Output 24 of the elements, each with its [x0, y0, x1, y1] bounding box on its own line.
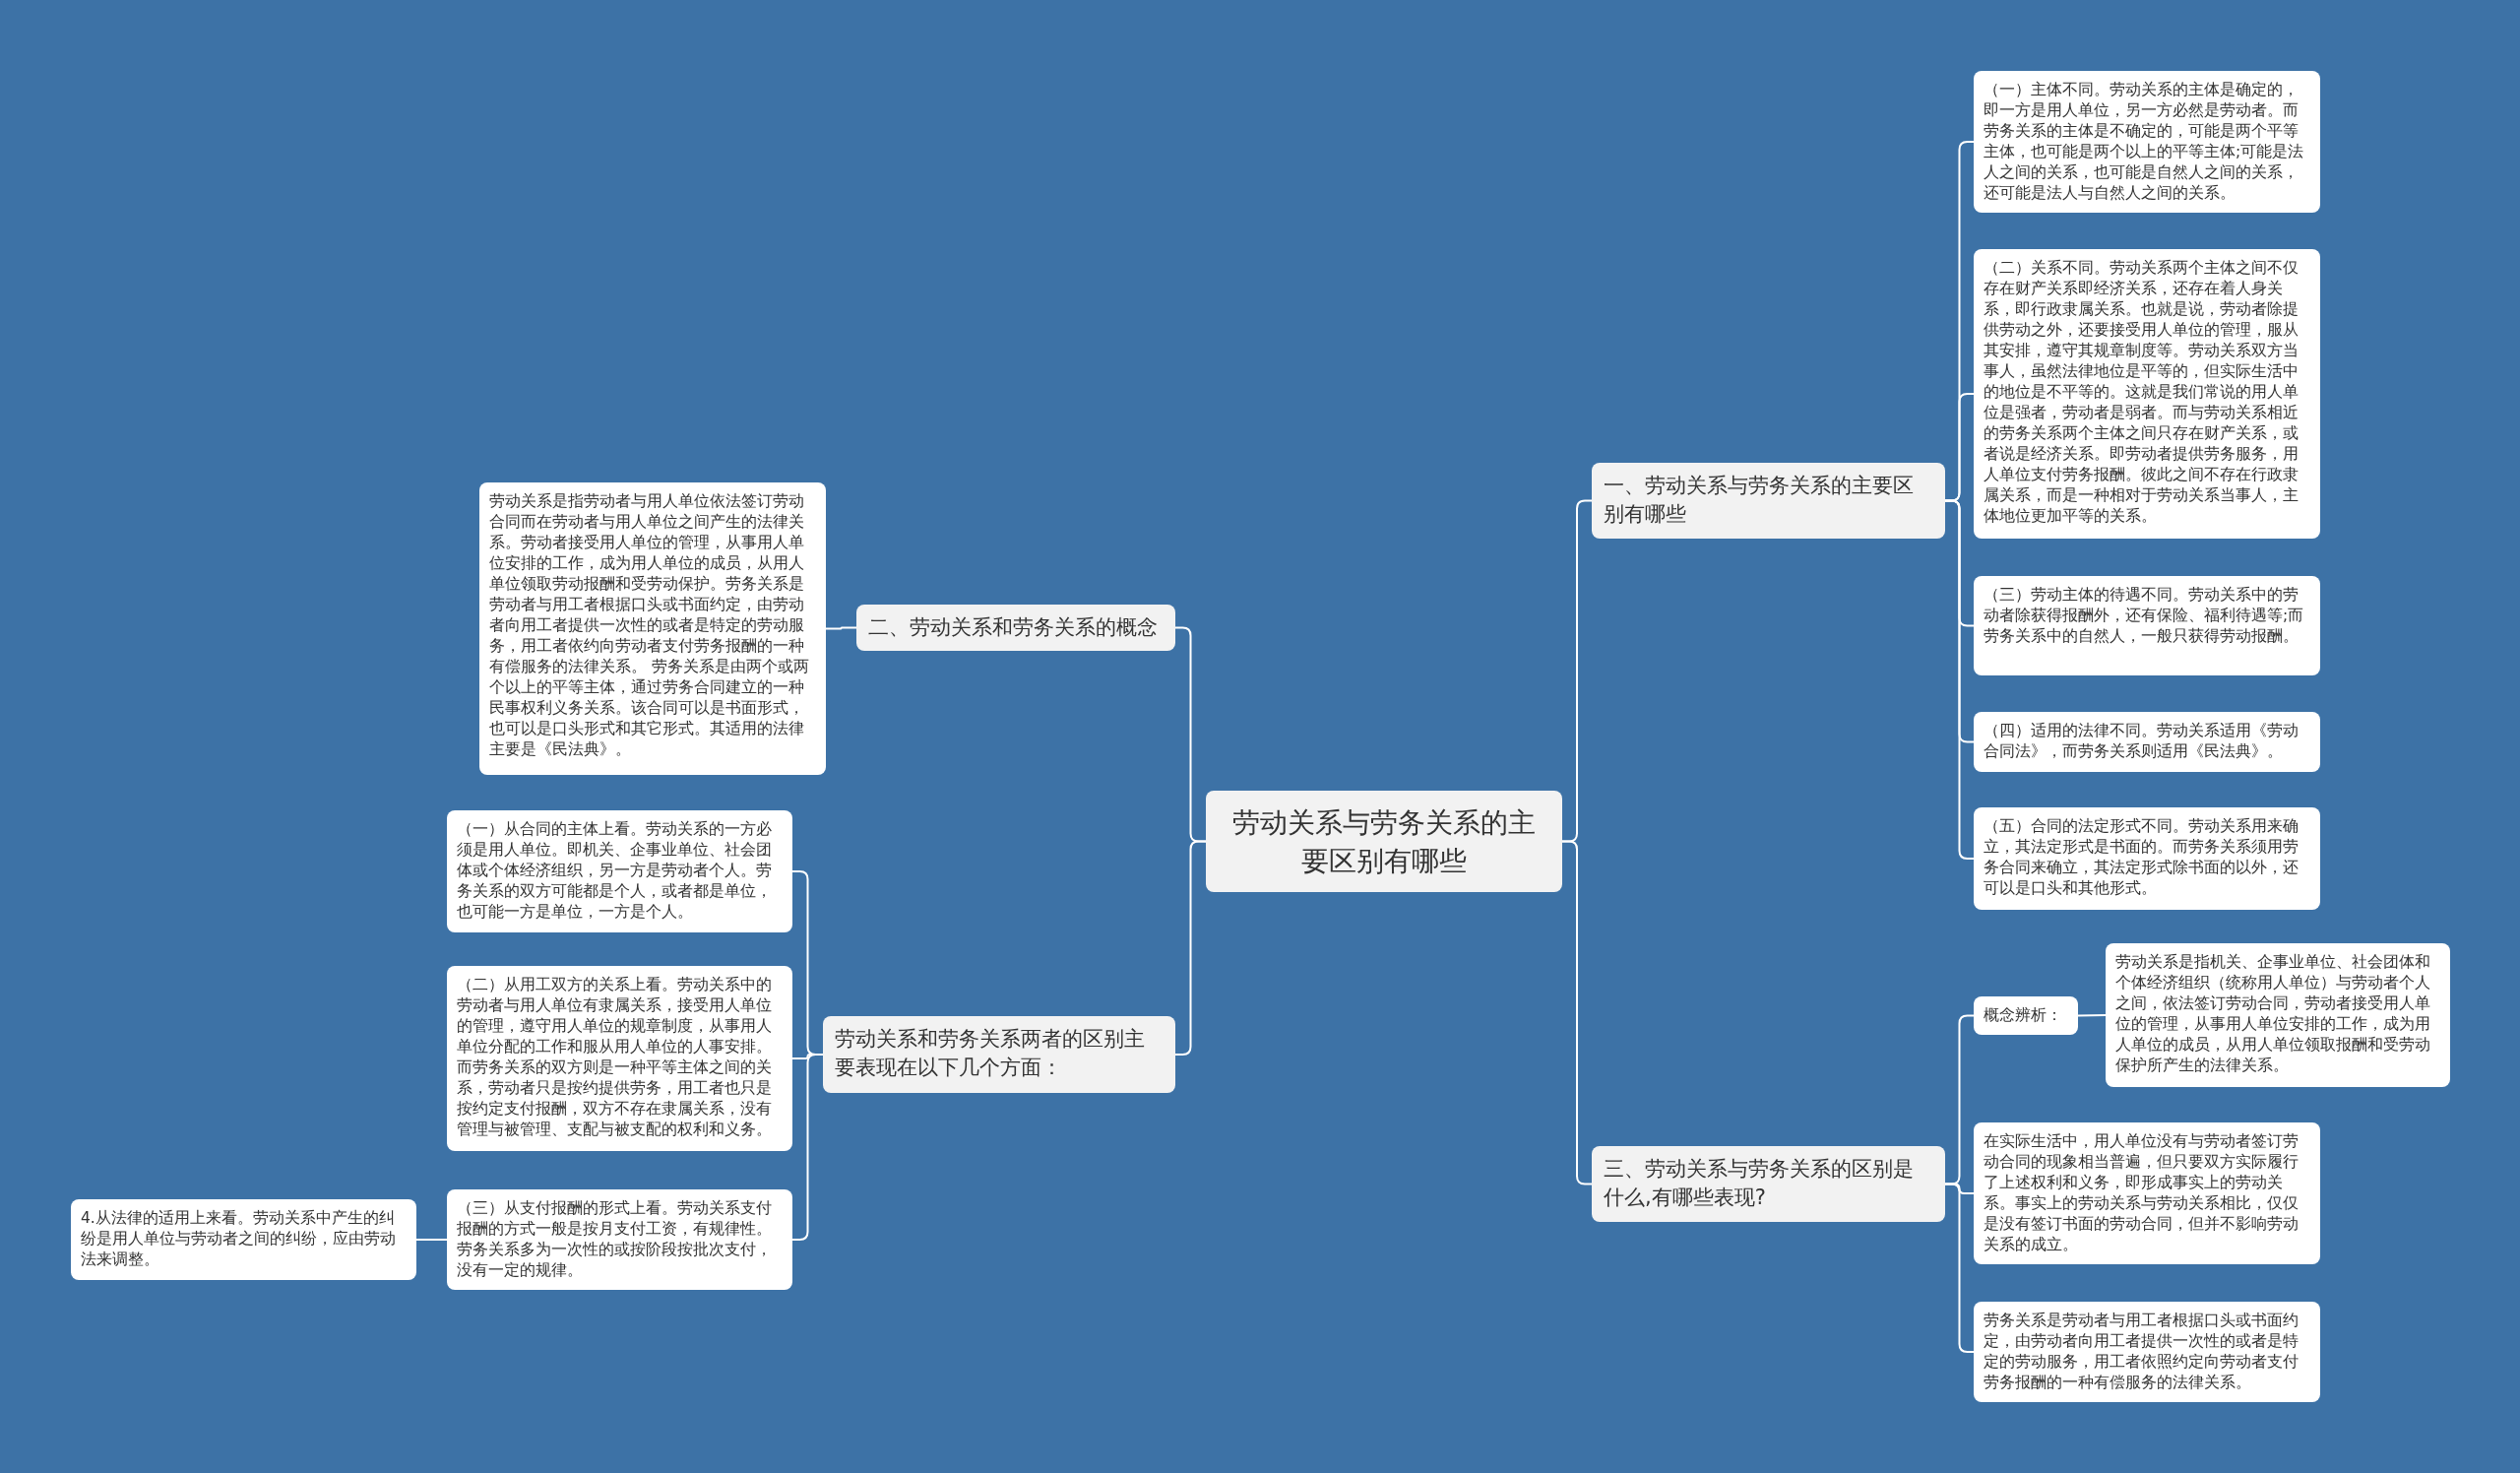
- text-card: 在实际生活中，用人单位没有与劳动者签订劳动合同的现象相当普遍，但只要双方实际履行了上述权利和义务，即形成事实上的劳动关系。事实上的劳动关系与劳动关系相比，仅仅是没有签订书面的劳动合同，但并不影响劳动关系的成立。: [1974, 1122, 2320, 1264]
- text-card: 概念辨析：: [1974, 996, 2078, 1035]
- connector-line: [791, 1054, 824, 1241]
- central-topic-box: 劳动关系与劳务关系的主要区别有哪些: [1206, 791, 1562, 892]
- text-card: 4.从法律的适用上来看。劳动关系中产生的纠纷是用人单位与劳动者之间的纠纷，应由劳动法来调整。: [71, 1199, 416, 1280]
- branch-topic-box: 三、劳动关系与劳务关系的区别是什么,有哪些表现?: [1592, 1146, 1945, 1222]
- branch-topic-box: 一、劳动关系与劳务关系的主要区别有哪些: [1592, 463, 1945, 539]
- connector-line: [1174, 840, 1207, 1056]
- connector-line: [415, 1239, 448, 1241]
- text-card: （四）适用的法律不同。劳动关系适用《劳动合同法》，而劳务关系则适用《民法典》。: [1974, 712, 2320, 772]
- text-card: （五）合同的法定形式不同。劳动关系用来确立，其法定形式是书面的。而劳务关系须用劳务合同来确立，其法定形式除书面的以外，还可以是口头和其他形式。: [1974, 807, 2320, 910]
- text-card: （三）劳动主体的待遇不同。劳动关系中的劳动者除获得报酬外，还有保险、福利待遇等;而劳务关系中的自然人，一般只获得劳动报酬。: [1974, 576, 2320, 675]
- connector-line: [825, 626, 857, 630]
- text-card: （二）从用工双方的关系上看。劳动关系中的劳动者与用人单位有隶属关系，接受用人单位的管理，遵守用人单位的规章制度，从事用人单位分配的工作和服从用人单位的人事安排。而劳务关系的双方则是一种平等主体之间的关系，劳动者只是按约提供劳务，用工者也只是按约定支付报酬，双方不存在隶属关系，没有管理与被管理、支配与被支配的权利和义务。: [447, 966, 792, 1151]
- text-card: （二）关系不同。劳动关系两个主体之间不仅存在财产关系即经济关系，还存在着人身关系，即行政隶属关系。也就是说，劳动者除提供劳动之外，还要接受用人单位的管理，服从其安排，遵守其规章制度等。劳动关系双方当事人，虽然法律地位是平等的，但实际生活中的地位是不平等的。这就是我们常说的用人单位是强者，劳动者是弱者。而与劳动关系相近的劳务关系两个主体之间只存在财产关系，或者说是经济关系。即劳动者提供劳务服务，用人单位支付劳务报酬。彼此之间不存在行政隶属关系，而是一种相对于劳动关系当事人，主体地位更加平等的关系。: [1974, 249, 2320, 539]
- text-card: 劳动关系是指机关、企事业单位、社会团体和个体经济组织（统称用人单位）与劳动者个人之间，依法签订劳动合同，劳动者接受用人单位的管理，从事用人单位安排的工作，成为用人单位的成员，从用人单位领取报酬和受劳动保护所产生的法律关系。: [2106, 943, 2450, 1087]
- branch-topic-box: 二、劳动关系和劳务关系的概念: [856, 605, 1175, 651]
- text-card: （一）主体不同。劳动关系的主体是确定的，即一方是用人单位，另一方必然是劳动者。而劳务关系的主体是不确定的，可能是两个平等主体，也可能是两个以上的平等主体;可能是法人之间的关系，也可能是自然人之间的关系，还可能是法人与自然人之间的关系。: [1974, 71, 2320, 213]
- connector-line: [2077, 1014, 2107, 1017]
- text-card: （一）从合同的主体上看。劳动关系的一方必须是用人单位。即机关、企事业单位、社会团体或个体经济组织，另一方是劳动者个人。劳务关系的双方可能都是个人，或者都是单位，也可能一方是单位，一方是个人。: [447, 810, 792, 932]
- text-card: 劳务关系是劳动者与用工者根据口头或书面约定，由劳动者向用工者提供一次性的或者是特定的劳动服务，用工者依照约定向劳动者支付劳务报酬的一种有偿服务的法律关系。: [1974, 1302, 2320, 1402]
- text-card: （三）从支付报酬的形式上看。劳动关系支付报酬的方式一般是按月支付工资，有规律性。劳务关系多为一次性的或按阶段按批次支付，没有一定的规律。: [447, 1189, 792, 1290]
- branch-topic-box: 劳动关系和劳务关系两者的区别主要表现在以下几个方面：: [823, 1016, 1175, 1093]
- text-card: 劳动关系是指劳动者与用人单位依法签订劳动合同而在劳动者与用人单位之间产生的法律关系。劳动者接受用人单位的管理，从事用人单位安排的工作，成为用人单位的成员，从用人单位领取劳动报酬和受劳动保护。劳务关系是劳动者与用工者根据口头或书面约定，由劳动者向用工者提供一次性的或者是特定的劳动服务，用工者依约向劳动者支付劳务报酬的一种有偿服务的法律关系。 劳务关系是由两个或两个以上的平等主体，通过劳务合同建立的一种民事权利义务关系。该合同可以是书面形式，也可以是口头形式和其它形式。其适用的法律主要是《民法典》。: [479, 482, 826, 775]
